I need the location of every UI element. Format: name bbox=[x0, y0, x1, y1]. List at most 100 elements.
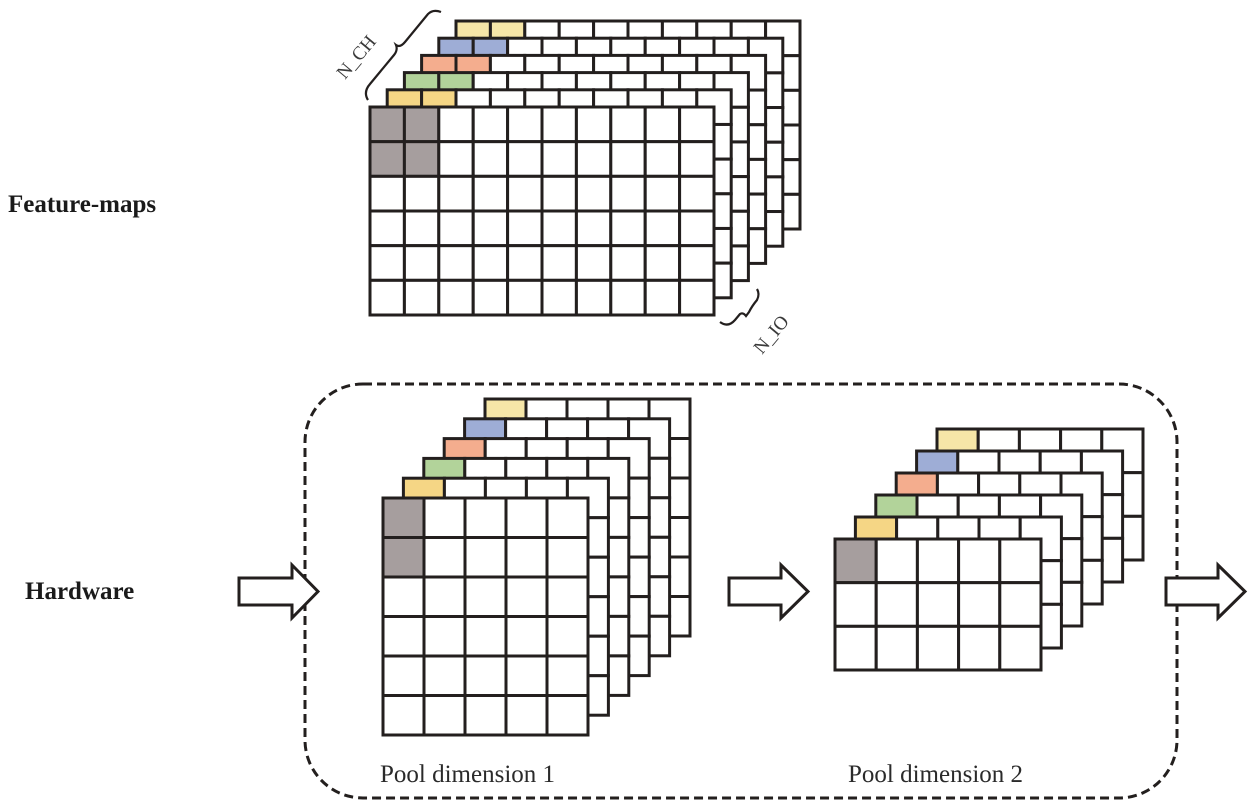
grid-cell bbox=[368, 209, 406, 248]
grid-cell bbox=[504, 694, 549, 737]
pool-dimension-2-label: Pool dimension 2 bbox=[848, 761, 1023, 788]
grid-cell bbox=[506, 140, 544, 178]
pooling-window-cell bbox=[368, 140, 406, 178]
pooling-window-cell bbox=[402, 105, 441, 144]
grid-cell bbox=[504, 575, 549, 618]
grid-cell bbox=[678, 105, 716, 144]
pool-dimension-1-label: Pool dimension 1 bbox=[380, 761, 555, 788]
grid-cell bbox=[506, 105, 544, 144]
grid-cell bbox=[545, 694, 590, 737]
grid-cell bbox=[545, 536, 590, 579]
grid-cell bbox=[998, 537, 1043, 585]
grid-cell bbox=[437, 244, 475, 282]
n-io-brace: N_IO bbox=[719, 288, 794, 359]
grid-cell bbox=[368, 244, 406, 282]
grid-cell bbox=[540, 174, 578, 213]
front-feature-map bbox=[833, 537, 1043, 672]
n-io-brace-icon bbox=[719, 288, 760, 326]
n-io-label: N_IO bbox=[750, 312, 794, 359]
grid-cell bbox=[422, 536, 467, 579]
grid-cell bbox=[833, 624, 878, 672]
grid-cell bbox=[368, 278, 406, 317]
grid-cell bbox=[437, 209, 475, 248]
grid-cell bbox=[504, 536, 549, 579]
grid-cell bbox=[471, 244, 510, 282]
grid-cell bbox=[437, 174, 475, 213]
grid-cell bbox=[463, 536, 508, 579]
feature-maps-label: Feature-maps bbox=[8, 191, 156, 218]
grid-cell bbox=[998, 581, 1043, 628]
grid-cell bbox=[545, 575, 590, 618]
grid-cell bbox=[574, 174, 613, 213]
grid-cell bbox=[643, 209, 682, 248]
grid-cell bbox=[471, 278, 510, 317]
grid-cell bbox=[545, 654, 590, 697]
grid-cell bbox=[402, 209, 441, 248]
n-ch-label: N_CH bbox=[333, 31, 381, 83]
grid-cell bbox=[874, 537, 919, 585]
grid-cell bbox=[506, 278, 544, 317]
grid-cell bbox=[915, 581, 961, 628]
grid-cell bbox=[998, 624, 1043, 672]
grid-cell bbox=[540, 278, 578, 317]
grid-cell bbox=[506, 174, 544, 213]
output-arrow-icon bbox=[1164, 561, 1248, 622]
grid-cell bbox=[422, 694, 467, 737]
grid-cell bbox=[504, 496, 549, 539]
grid-cell bbox=[915, 624, 961, 672]
grid-cell bbox=[437, 278, 475, 317]
grid-cell bbox=[609, 209, 647, 248]
grid-cell bbox=[463, 575, 508, 618]
pool-dimension-2-stack bbox=[833, 427, 1145, 672]
grid-cell bbox=[678, 140, 716, 178]
grid-cell bbox=[574, 209, 613, 248]
grid-cell bbox=[540, 105, 578, 144]
grid-cell bbox=[574, 278, 613, 317]
grid-cell bbox=[381, 575, 426, 618]
pooling-window-cell bbox=[368, 105, 406, 144]
grid-cell bbox=[381, 615, 426, 658]
grid-cell bbox=[678, 209, 716, 248]
grid-cell bbox=[574, 105, 613, 144]
grid-cell bbox=[504, 654, 549, 697]
pooling-window-cell bbox=[381, 496, 426, 539]
grid-cell bbox=[643, 174, 682, 213]
grid-cell bbox=[506, 209, 544, 248]
grid-cell bbox=[574, 244, 613, 282]
grid-cell bbox=[437, 140, 475, 178]
grid-cell bbox=[402, 278, 441, 317]
grid-cell bbox=[957, 624, 1002, 672]
grid-cell bbox=[574, 140, 613, 178]
grid-cell bbox=[471, 209, 510, 248]
grid-cell bbox=[381, 694, 426, 737]
pooling-window-cell bbox=[381, 536, 426, 579]
front-feature-map bbox=[368, 105, 716, 317]
input-arrow-icon bbox=[237, 561, 321, 622]
grid-cell bbox=[678, 278, 716, 317]
pooling-window-cell bbox=[402, 140, 441, 178]
grid-cell bbox=[874, 581, 919, 628]
grid-cell bbox=[957, 537, 1002, 585]
grid-cell bbox=[422, 654, 467, 697]
grid-cell bbox=[678, 174, 716, 213]
grid-cell bbox=[540, 244, 578, 282]
grid-cell bbox=[471, 174, 510, 213]
grid-cell bbox=[643, 140, 682, 178]
intermediate-arrow-icon bbox=[727, 561, 811, 622]
grid-cell bbox=[540, 140, 578, 178]
grid-cell bbox=[463, 615, 508, 658]
grid-cell bbox=[874, 624, 919, 672]
grid-cell bbox=[402, 244, 441, 282]
hardware-label: Hardware bbox=[25, 578, 134, 605]
grid-cell bbox=[402, 174, 441, 213]
grid-cell bbox=[957, 581, 1002, 628]
pool-dimension-1-stack bbox=[381, 397, 692, 737]
grid-cell bbox=[643, 105, 682, 144]
grid-cell bbox=[540, 209, 578, 248]
grid-cell bbox=[545, 615, 590, 658]
grid-cell bbox=[609, 278, 647, 317]
grid-cell bbox=[678, 244, 716, 282]
grid-cell bbox=[422, 496, 467, 539]
grid-cell bbox=[609, 244, 647, 282]
